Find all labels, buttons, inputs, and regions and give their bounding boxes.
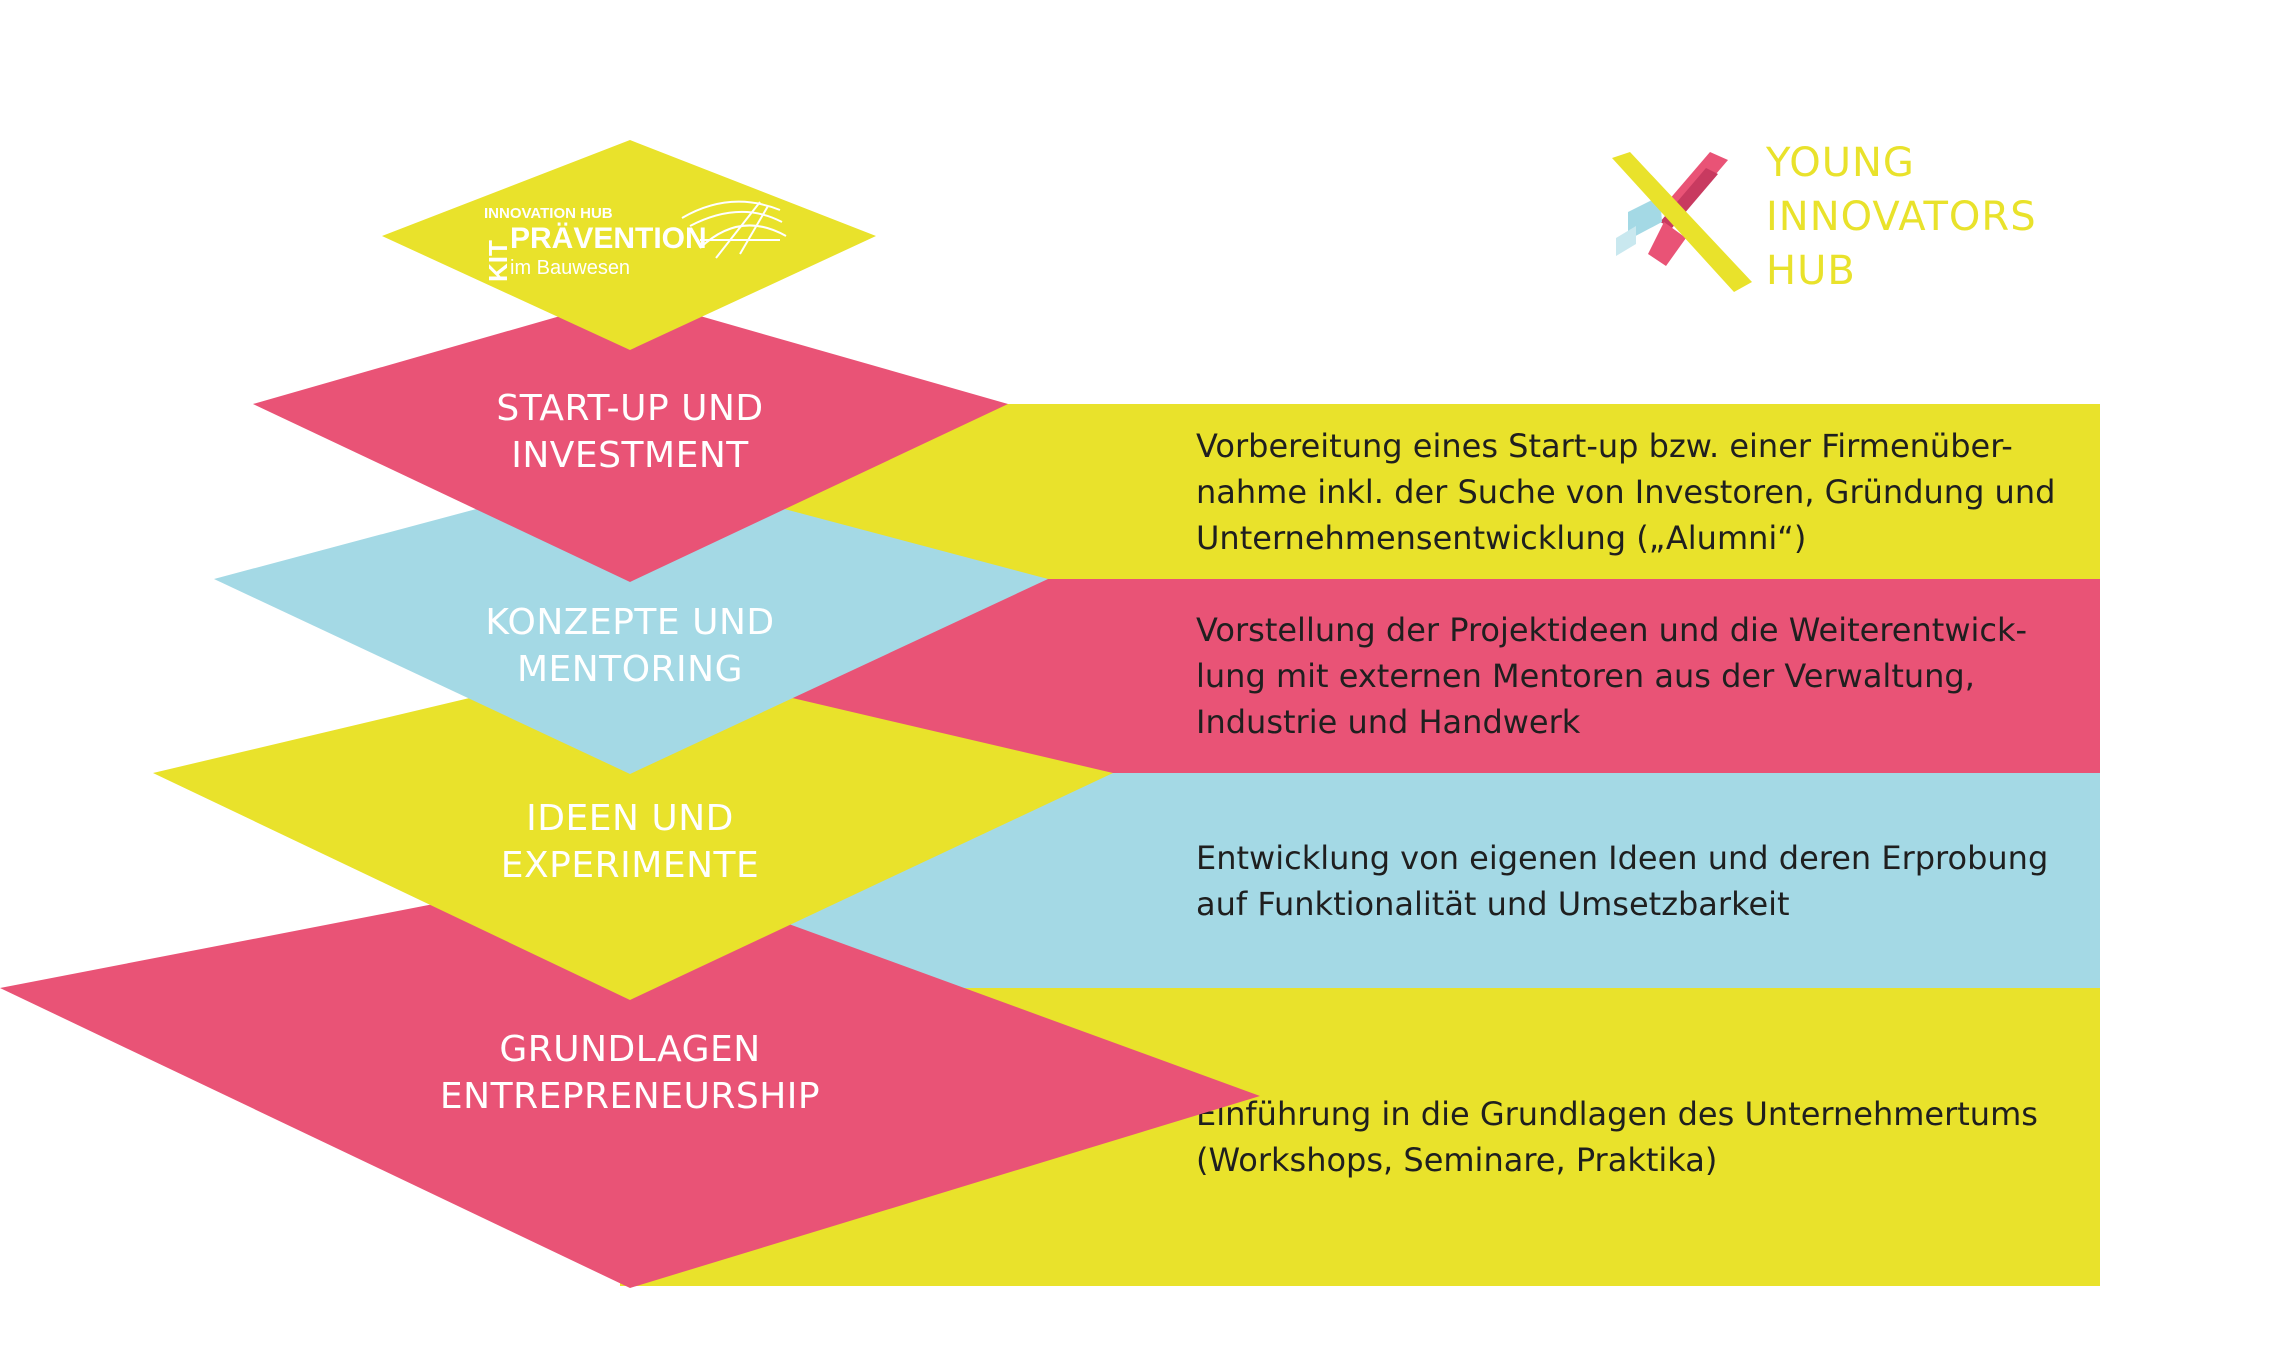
kit-logo-line2: PRÄVENTION xyxy=(510,222,707,255)
band-ideen-text: Entwicklung von eigenen Ideen und deren … xyxy=(1196,838,2049,923)
diamond-konzepte xyxy=(214,468,1048,774)
band-grundlagen-text: Einführung in die Grundlagen des Unterne… xyxy=(1196,1095,2038,1179)
tier-label-line: GRUNDLAGEN xyxy=(499,1029,761,1070)
diamond-grundlagen xyxy=(0,866,1260,1288)
kit-logo: KIT INNOVATION HUB PRÄVENTION im Bauwese… xyxy=(483,200,787,282)
diamond-startup xyxy=(253,296,1008,582)
diamond-logo xyxy=(382,140,876,350)
wordmark-line: INNOVATORS xyxy=(1766,194,2037,240)
bridge-arc-icon xyxy=(681,200,787,259)
crossed-x-logo-icon xyxy=(1612,152,1752,292)
young-innovators-hub-wordmark: YOUNG INNOVATORS HUB xyxy=(1766,136,2037,298)
tier-label-grundlagen: GRUNDLAGEN ENTREPRENEURSHIP xyxy=(330,1026,930,1120)
kit-vertical-text: KIT xyxy=(483,240,513,282)
tier-label-line: EXPERIMENTE xyxy=(500,845,760,886)
kit-logo-line1: INNOVATION HUB xyxy=(484,205,613,222)
tier-label-line: KONZEPTE UND xyxy=(485,602,775,643)
tier-label-startup: START-UP UND INVESTMENT xyxy=(330,385,930,479)
band-konzepte-text: Vorstellung der Projektideen und die Wei… xyxy=(1196,611,2028,741)
wordmark-line: HUB xyxy=(1766,248,1856,294)
kit-logo-line3: im Bauwesen xyxy=(510,257,630,279)
wordmark-line: YOUNG xyxy=(1766,140,1915,186)
tier-label-konzepte: KONZEPTE UND MENTORING xyxy=(330,599,930,693)
tier-label-line: START-UP UND xyxy=(496,388,764,429)
diamond-ideen xyxy=(153,660,1113,1000)
tier-label-line: IDEEN UND xyxy=(526,798,734,839)
tier-label-ideen: IDEEN UND EXPERIMENTE xyxy=(330,795,930,889)
tier-label-line: INVESTMENT xyxy=(511,435,749,476)
band-startup-text: Vorbereitung eines Start-up bzw. einer F… xyxy=(1196,426,2056,557)
tier-label-line: MENTORING xyxy=(516,649,744,690)
tier-label-line: ENTREPRENEURSHIP xyxy=(439,1076,821,1117)
